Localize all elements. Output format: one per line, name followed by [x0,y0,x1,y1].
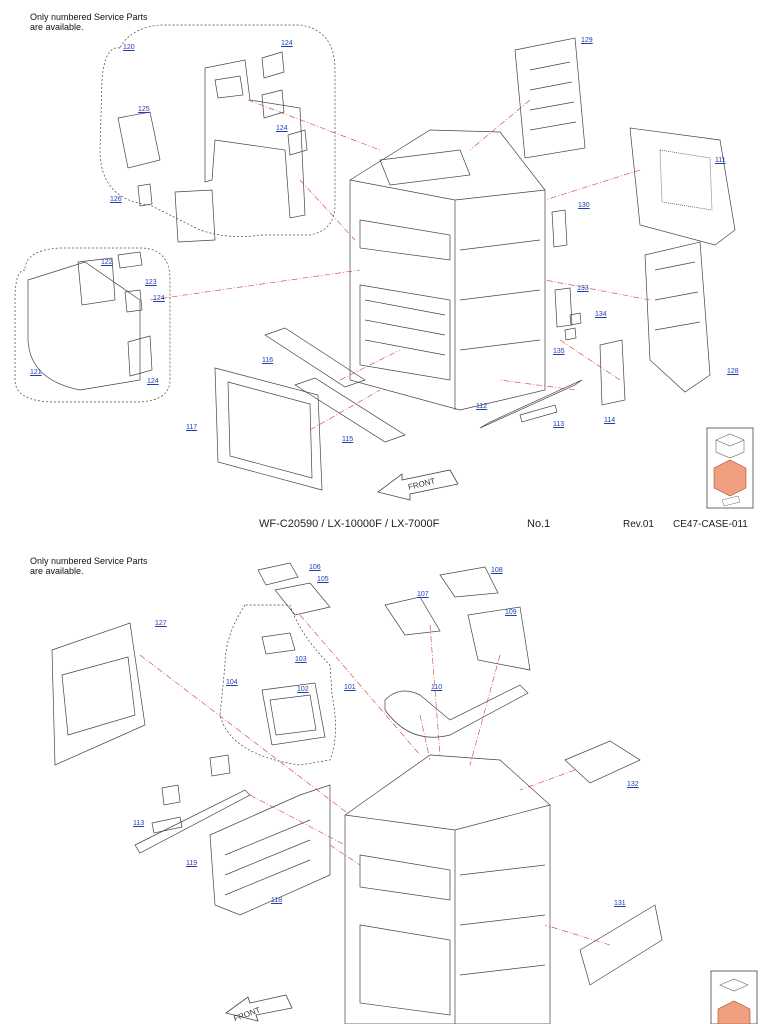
callout-132[interactable]: 132 [627,781,639,788]
callout-125[interactable]: 125 [138,106,150,113]
front-arrow: FRONT [225,994,293,1023]
callout-120[interactable]: 120 [123,44,135,51]
callout-124[interactable]: 124 [281,40,293,47]
callout-128[interactable]: 128 [727,368,739,375]
callout-122[interactable]: 122 [101,259,113,266]
service-parts-note: Only numbered Service Parts are availabl… [30,12,148,32]
callout-113[interactable]: 113 [133,820,145,827]
callout-114[interactable]: 114 [604,417,616,424]
parts-sheet-2: Only numbered Service Parts are availabl… [0,545,768,1024]
service-parts-note: Only numbered Service Parts are availabl… [30,556,148,576]
callout-110[interactable]: 110 [431,684,443,691]
callout-123[interactable]: 123 [145,279,157,286]
callout-134[interactable]: 134 [595,311,607,318]
document-code: CE47-CASE-011 [673,519,748,530]
callout-108[interactable]: 108 [491,567,503,574]
callout-118[interactable]: 118 [271,897,283,904]
callout-112[interactable]: 112 [476,403,488,410]
callout-109[interactable]: 109 [505,609,517,616]
orientation-icon [706,427,754,509]
exploded-diagram-1: FRONT [14,24,754,509]
model-names: WF-C20590 / LX-10000F / LX-7000F [259,518,440,530]
callout-121[interactable]: 121 [30,369,42,376]
callout-111[interactable]: 111 [715,157,726,164]
callout-103[interactable]: 103 [295,656,307,663]
callout-106[interactable]: 106 [309,564,321,571]
callout-130[interactable]: 130 [578,202,590,209]
callout-124[interactable]: 124 [147,378,159,385]
callout-105[interactable]: 105 [317,576,329,583]
callout-113[interactable]: 113 [553,421,565,428]
callout-117[interactable]: 117 [186,424,198,431]
callout-102[interactable]: 102 [297,686,309,693]
callout-104[interactable]: 104 [226,679,238,686]
callout-124[interactable]: 124 [276,125,288,132]
callout-135[interactable]: 135 [553,348,565,355]
callout-124[interactable]: 124 [153,295,165,302]
orientation-icon [710,970,758,1024]
callout-119[interactable]: 119 [186,860,198,867]
callout-133[interactable]: 133 [577,285,589,292]
front-arrow: FRONT [377,469,459,501]
revision: Rev.01 [623,519,654,530]
callout-131[interactable]: 131 [614,900,626,907]
callout-101[interactable]: 101 [344,684,356,691]
exploded-diagram-2: FRONT [51,562,758,1024]
callout-129[interactable]: 129 [581,37,593,44]
callout-126[interactable]: 126 [110,196,122,203]
callout-115[interactable]: 115 [342,436,354,443]
callout-116[interactable]: 116 [262,357,274,364]
parts-sheet-1: Only numbered Service Parts are availabl… [14,12,754,530]
callout-107[interactable]: 107 [417,591,429,598]
callout-127[interactable]: 127 [155,620,167,627]
page-number: No.1 [527,518,551,530]
